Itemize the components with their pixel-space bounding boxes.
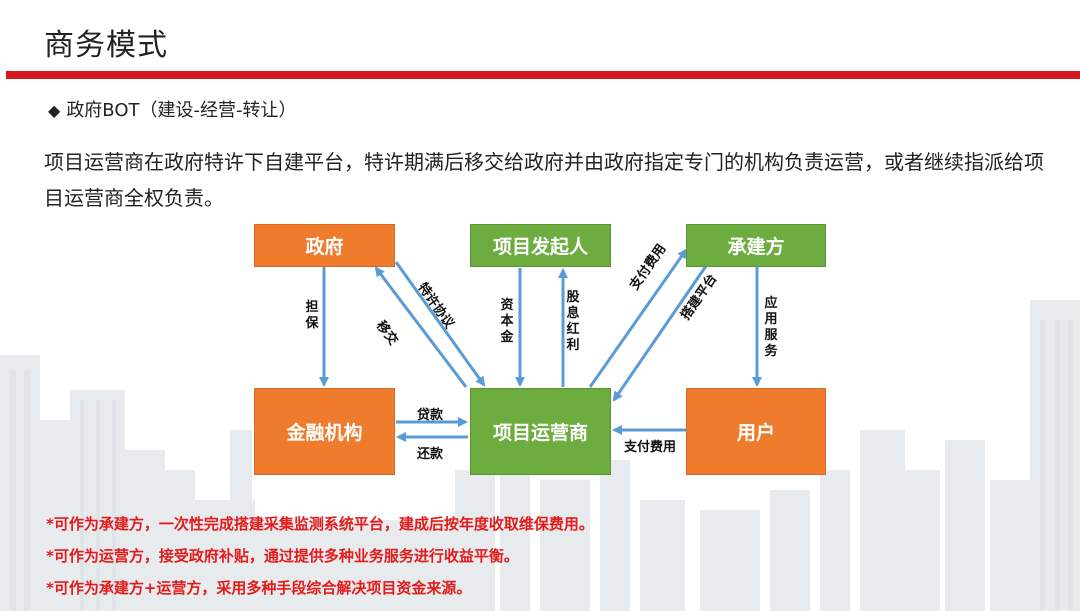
node-financial-institution: 金融机构 <box>254 388 395 475</box>
node-project-initiator: 项目发起人 <box>470 224 611 267</box>
title-underline <box>6 71 1080 79</box>
note-3: *可作为承建方+运营方，采用多种手段综合解决项目资金来源。 <box>46 579 472 597</box>
node-government: 政府 <box>254 224 395 267</box>
label-loan: 贷款 <box>417 408 444 423</box>
page-title: 商务模式 <box>44 28 168 63</box>
note-1: *可作为承建方，一次性完成搭建采集监测系统平台，建成后按年度收取维保费用。 <box>46 515 594 533</box>
node-project-operator: 项目运营商 <box>470 388 611 475</box>
node-builder: 承建方 <box>686 224 826 267</box>
diamond-bullet-icon: ◆ <box>48 101 61 120</box>
arrow-concession <box>394 261 486 387</box>
node-user: 用户 <box>686 388 826 475</box>
label-dividend: 股息红利 <box>566 290 580 353</box>
label-repay: 还款 <box>417 447 444 462</box>
label-guarantee: 担保 <box>305 300 319 331</box>
subtitle-text: 政府BOT（建设-经营-转让） <box>66 100 297 121</box>
arrow-build-platform <box>612 265 708 402</box>
note-2: *可作为运营方，接受政府补贴，通过提供多种业务服务进行收益平衡。 <box>46 547 519 565</box>
arrow-transfer <box>374 266 468 388</box>
label-capital: 资本金 <box>500 298 514 345</box>
arrow-pay-fee <box>588 248 688 388</box>
label-user-pay: 支付费用 <box>624 440 677 455</box>
label-app-service: 应用服务 <box>764 296 778 359</box>
description-paragraph: 项目运营商在政府特许下自建平台，特许期满后移交给政府并由政府指定专门的机构负责运… <box>44 150 1044 210</box>
subtitle: ◆ 政府BOT（建设-经营-转让） <box>48 96 297 122</box>
